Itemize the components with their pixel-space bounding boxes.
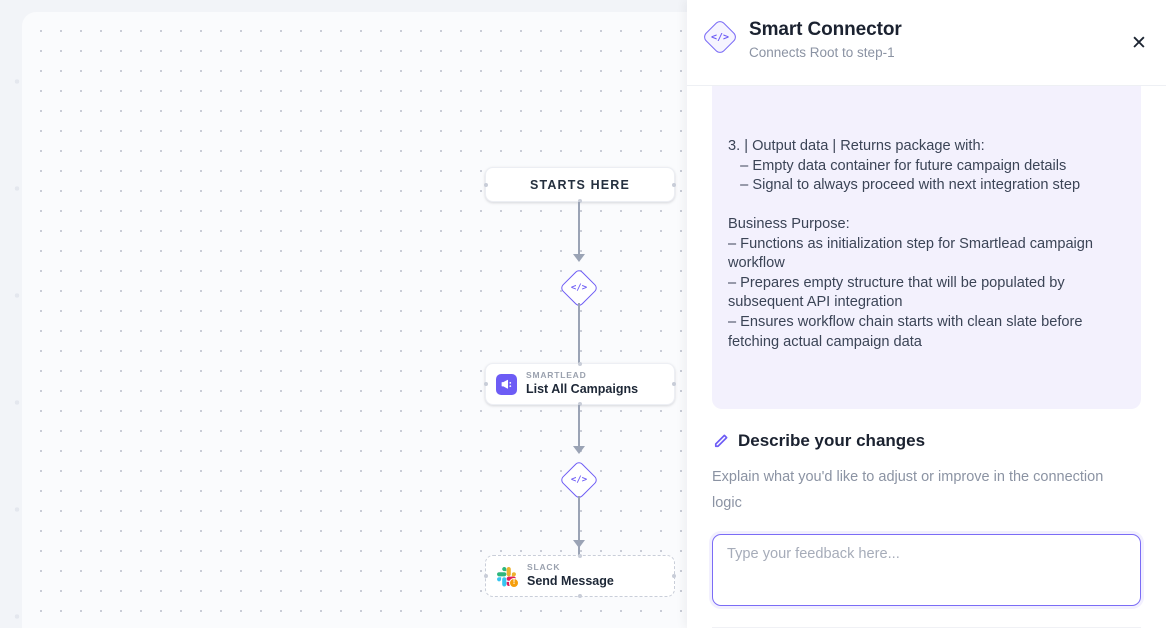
edge-arrow-2 [573,446,585,454]
describe-changes-hint: Explain what you'd like to adjust or imp… [712,469,1104,511]
edge-connector-2-to-slack [578,496,580,555]
connector-handle-top[interactable] [578,362,582,366]
describe-changes-header: Describe your changes [712,431,1148,451]
panel-title: Smart Connector [749,19,902,40]
node-start-label: STARTS HERE [530,177,630,192]
smart-connector-diamond-icon: </> [701,18,739,56]
feedback-field-wrapper [712,533,1141,611]
connector-handle-left[interactable] [484,574,488,578]
connector-handle-bottom[interactable] [578,402,582,406]
canvas-grid[interactable]: STARTS HERE </> [22,12,687,628]
panel-header: </> Smart Connector Connects Root to ste… [687,0,1166,86]
node-slack-send-message[interactable]: ! SLACK Send Message [484,554,676,598]
connector-handle-bottom[interactable] [578,594,582,598]
edge-connector-1-to-smartlead [578,303,580,363]
connector-handle-right[interactable] [672,182,676,187]
connector-handle-right[interactable] [672,382,676,386]
node-smartlead-list-all-campaigns[interactable]: SMARTLEAD List All Campaigns [484,362,676,406]
edge-arrow-3 [573,540,585,548]
slack-icon: ! [496,566,519,588]
describe-changes-title: Describe your changes [738,431,926,451]
connector-description-block: 3. | Output data | Returns package with:… [712,86,1141,410]
code-glyph-icon: </> [710,31,730,43]
code-glyph-icon: </> [570,474,588,485]
node-app-title: Send Message [527,574,614,589]
connector-description-text: 3. | Output data | Returns package with:… [728,138,1094,350]
pencil-icon [712,432,730,450]
node-app-kicker: SLACK [527,562,561,573]
node-starts-here[interactable]: STARTS HERE [484,167,676,203]
connector-handle-bottom[interactable] [578,199,582,203]
connector-handle-top[interactable] [578,554,582,558]
panel-body: 3. | Output data | Returns package with:… [687,86,1166,628]
megaphone-icon [496,373,517,395]
connector-handle-right[interactable] [672,574,676,578]
canvas-gutter [0,0,22,628]
node-app-kicker: SMARTLEAD [526,370,587,381]
close-icon[interactable]: ✕ [1126,30,1152,56]
edge-smartlead-to-connector-2 [578,405,580,449]
smart-connector-node-2[interactable]: </> [559,460,599,500]
code-glyph-icon: </> [570,282,588,293]
warning-badge-icon: ! [509,577,519,588]
panel-title-group: Smart Connector Connects Root to step-1 [749,18,902,60]
workflow-canvas[interactable]: STARTS HERE </> [0,0,687,628]
edge-arrow-1 [573,254,585,262]
feedback-input[interactable] [712,533,1141,606]
node-text-group: SLACK Send Message [527,562,614,589]
smart-connector-node-1[interactable]: </> [559,268,599,308]
connector-handle-left[interactable] [484,382,488,386]
edge-start-to-connector-1 [578,202,580,256]
connector-handle-left[interactable] [484,182,488,187]
smart-connector-panel: </> Smart Connector Connects Root to ste… [687,0,1166,628]
node-text-group: SMARTLEAD List All Campaigns [526,370,639,397]
node-app-title: List All Campaigns [526,382,639,397]
panel-subtitle: Connects Root to step-1 [749,45,895,60]
